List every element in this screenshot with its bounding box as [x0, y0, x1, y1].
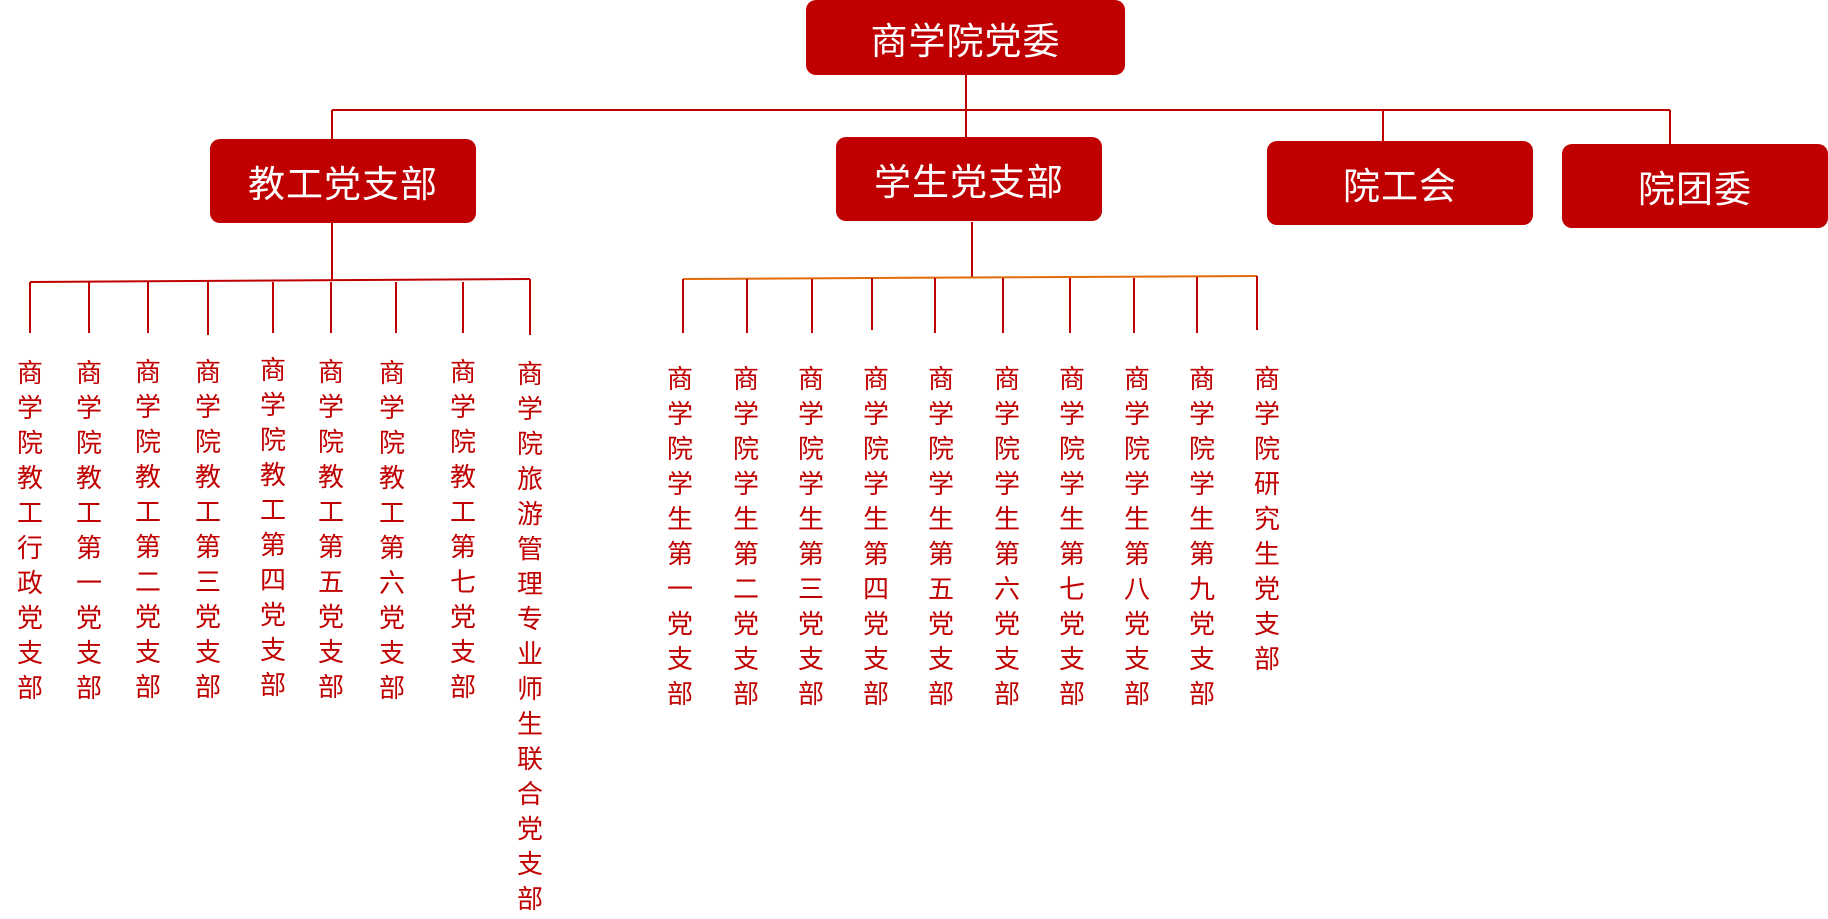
faculty-leaf-6: 商学院教工第六党支部: [378, 359, 405, 704]
student-leaf-6: 商学院学生第六党支部: [993, 365, 1020, 710]
connector-faculty-bus: [29, 278, 531, 283]
node-youth-league: 院团委: [1562, 144, 1828, 228]
faculty-leaf-2: 商学院教工第二党支部: [134, 358, 161, 703]
node-root: 商学院党委: [806, 0, 1125, 75]
student-leaf-4: 商学院学生第四党支部: [862, 365, 889, 710]
node-faculty-union: 院工会: [1267, 141, 1533, 225]
node-faculty-branch: 教工党支部: [210, 139, 476, 223]
node-student-branch: 学生党支部: [836, 137, 1102, 221]
faculty-leaf-7: 商学院教工第七党支部: [449, 358, 476, 703]
student-leaf-graduate: 商学院研究生党支部: [1253, 365, 1280, 675]
faculty-leaf-4: 商学院教工第四党支部: [259, 356, 286, 701]
faculty-leaf-1: 商学院教工第一党支部: [75, 359, 102, 704]
student-leaf-8: 商学院学生第八党支部: [1123, 365, 1150, 710]
student-leaf-5: 商学院学生第五党支部: [927, 365, 954, 710]
faculty-leaf-admin: 商学院教工行政党支部: [16, 359, 43, 704]
student-leaf-3: 商学院学生第三党支部: [797, 365, 824, 710]
connector-student-bus: [682, 275, 1258, 280]
student-leaf-7: 商学院学生第七党支部: [1058, 365, 1085, 710]
faculty-leaf-tourism: 商学院旅游管理专业师生联合党支部: [516, 360, 543, 915]
student-leaf-9: 商学院学生第九党支部: [1188, 365, 1215, 710]
student-leaf-1: 商学院学生第一党支部: [666, 365, 693, 710]
faculty-leaf-5: 商学院教工第五党支部: [317, 358, 344, 703]
faculty-leaf-3: 商学院教工第三党支部: [194, 358, 221, 703]
student-leaf-2: 商学院学生第二党支部: [732, 365, 759, 710]
